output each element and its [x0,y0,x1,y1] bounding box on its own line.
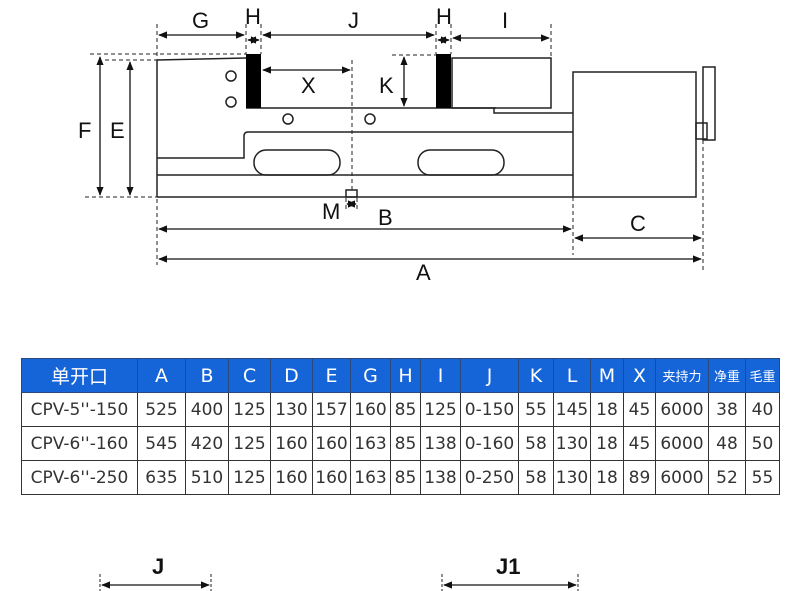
header-net-weight: 净重 [708,358,746,393]
cell: 145 [553,392,591,427]
cell: 6000 [655,392,709,427]
dim-label-m: M [322,199,341,224]
cell: 18 [590,460,624,495]
cell: 163 [350,426,391,461]
cell: 0-250 [460,460,519,495]
cell: 18 [590,426,624,461]
header-e: E [312,358,351,393]
cell: 45 [623,426,656,461]
cell-model: CPV-6''-160 [21,426,138,461]
cell: 125 [228,392,271,427]
cell: 420 [185,426,229,461]
cell: 160 [312,460,351,495]
cell-model: CPV-5''-150 [21,392,138,427]
header-d: D [270,358,313,393]
header-c: C [228,358,271,393]
cell: 130 [553,426,591,461]
cell: 510 [185,460,229,495]
cell: 163 [350,460,391,495]
cell: 58 [518,460,554,495]
dim-label-i: I [502,8,509,33]
header-a: A [137,358,186,393]
cell: 89 [623,460,656,495]
dim-label-h-right: H [436,4,452,29]
spec-table: 单开口 A B C D E G H I J K L M X 夹持力 净重 毛重 … [21,358,780,495]
header-x: X [623,358,656,393]
cell: 157 [312,392,351,427]
cell-model: CPV-6''-250 [21,460,138,495]
cell: 85 [390,426,421,461]
dim-label-j-bottom: J [152,554,165,579]
cell: 85 [390,392,421,427]
header-k: K [518,358,554,393]
cell: 138 [420,426,461,461]
cell: 125 [228,426,271,461]
cell: 48 [708,426,746,461]
cell: 160 [270,426,313,461]
table-row: CPV-6''-160 545 420 125 160 160 163 85 1… [21,426,780,461]
cell: 85 [390,460,421,495]
cell: 525 [137,392,186,427]
table-header-row: 单开口 A B C D E G H I J K L M X 夹持力 净重 毛重 [21,358,780,393]
cell: 635 [137,460,186,495]
dim-label-f: F [78,118,92,143]
cell: 130 [553,460,591,495]
dim-label-g: G [192,8,210,33]
cell: 55 [518,392,554,427]
cell: 160 [270,460,313,495]
table-row: CPV-5''-150 525 400 125 130 157 160 85 1… [21,392,780,427]
header-m: M [590,358,624,393]
cell: 38 [708,392,746,427]
header-j: J [460,358,519,393]
dim-label-e: E [110,118,125,143]
cell: 0-160 [460,426,519,461]
cell: 545 [137,426,186,461]
cell: 130 [270,392,313,427]
header-l: L [553,358,591,393]
table-row: CPV-6''-250 635 510 125 160 160 163 85 1… [21,460,780,495]
cell: 6000 [655,460,709,495]
cell: 160 [312,426,351,461]
cell: 6000 [655,426,709,461]
dim-label-a: A [416,260,431,285]
dim-label-x: X [301,73,316,98]
dim-label-c: C [630,211,646,236]
cell: 58 [518,426,554,461]
cell: 40 [745,392,780,427]
header-b: B [185,358,229,393]
cell: 400 [185,392,229,427]
header-clamping-force: 夹持力 [655,358,709,393]
cell: 138 [420,460,461,495]
dim-label-j1-bottom: J1 [496,554,521,579]
cell: 18 [590,392,624,427]
cell: 160 [350,392,391,427]
jaw-opening-dimensions [99,574,579,591]
dim-label-b: B [378,205,393,230]
cell: 0-150 [460,392,519,427]
header-i: I [420,358,461,393]
cell: 125 [228,460,271,495]
dim-label-k: K [379,73,394,98]
header-gross-weight: 毛重 [745,358,780,393]
cell: 52 [708,460,746,495]
cell: 55 [745,460,780,495]
cell: 50 [745,426,780,461]
dim-label-h-left: H [245,4,261,29]
dim-label-j: J [348,8,359,33]
cell: 45 [623,392,656,427]
header-h: H [390,358,421,393]
vise-technical-drawing [85,24,716,270]
header-model: 单开口 [21,358,138,393]
cell: 125 [420,392,461,427]
header-g: G [350,358,391,393]
